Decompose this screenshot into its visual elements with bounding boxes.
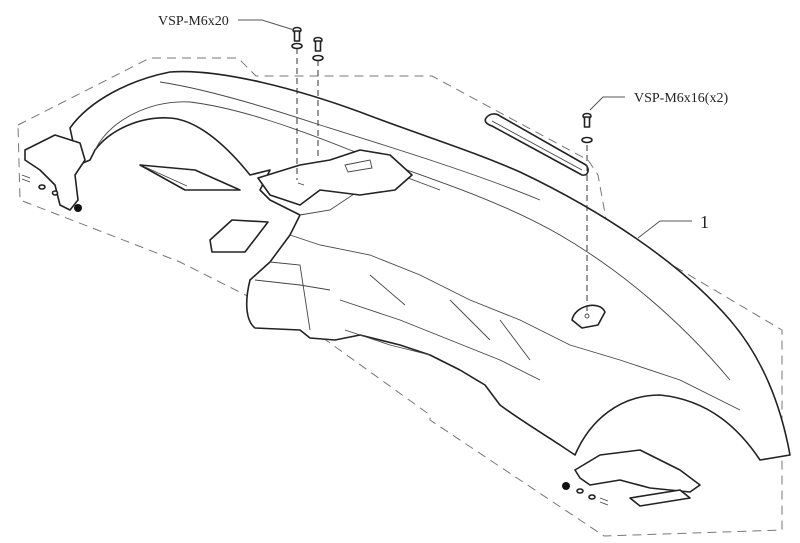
bolt-m6x16-icon xyxy=(581,112,593,144)
foam-pad-3 xyxy=(629,489,691,507)
rear-diffuser-part xyxy=(24,70,791,493)
foam-pad-1 xyxy=(139,164,241,191)
label-vsp-m6x16: VSP-M6x16(x2) xyxy=(634,91,728,106)
bolt-m6x20-icon xyxy=(291,26,303,50)
right-hardware-icon xyxy=(562,482,609,506)
label-vsp-m6x20: VSP-M6x20 xyxy=(158,14,229,29)
label-part-number: 1 xyxy=(700,212,709,232)
left-hardware-icon xyxy=(21,174,82,212)
foam-pad-2 xyxy=(209,219,269,253)
bolt-m6x20-second-icon xyxy=(312,36,324,62)
